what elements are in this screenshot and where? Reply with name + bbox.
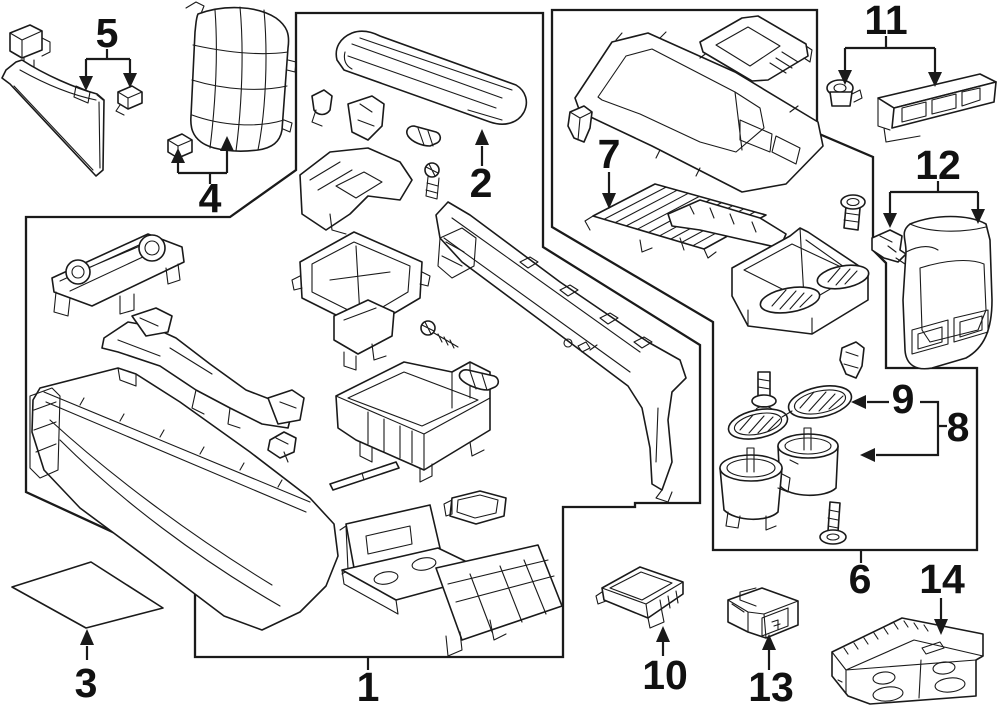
- part-1-tiny-fasteners: [563, 338, 598, 353]
- part-5-clip: [115, 85, 143, 116]
- callout-9-label[interactable]: 9: [892, 376, 915, 422]
- callout-7-label[interactable]: 7: [598, 131, 621, 177]
- callout-11-label[interactable]: 11: [864, 0, 907, 43]
- callout-5-label[interactable]: 5: [96, 10, 119, 56]
- callout-4-label[interactable]: 4: [199, 175, 222, 221]
- group-box-1-and-2: [24, 11, 702, 659]
- part-9-cup-holder-pads: [727, 385, 853, 440]
- part-1-slide-bracket: [51, 233, 185, 317]
- part-1-tray-frame: [291, 231, 431, 371]
- part-2-armrest-lid: [335, 30, 528, 125]
- part-8-cup-holder-unit: [719, 427, 839, 531]
- part-1-small-bezel: [443, 490, 507, 525]
- callout-2-label[interactable]: 2: [470, 160, 493, 206]
- callout-leaders: [79, 36, 985, 670]
- part-11-switch-panel: [877, 73, 997, 143]
- callout-10-label[interactable]: 10: [642, 652, 688, 698]
- part-6-clip: [839, 341, 865, 379]
- callout-numbers: 1 2 3 4 5 6 7 8 9 10 11 12 13 14: [75, 0, 970, 710]
- part-6-bolt: [751, 371, 777, 415]
- part-7-sub-lid: [699, 15, 813, 82]
- part-1-side-finish-panel: [435, 201, 687, 503]
- part-1-console-tray-box: [335, 361, 491, 483]
- part-4-mesh-panel: [185, 1, 297, 152]
- part-7-clip: [567, 105, 593, 143]
- callout-14-label[interactable]: 14: [919, 556, 965, 602]
- part-5-side-cover: [1, 24, 105, 177]
- group-box-7-and-6: [550, 8, 979, 552]
- callout-6-label[interactable]: 6: [849, 556, 872, 602]
- part-1-screw: [420, 320, 459, 349]
- part-1-console-body: [29, 367, 339, 631]
- part-7-upper-frame: [574, 31, 824, 193]
- part-12-rear-panel: [902, 215, 993, 370]
- part-11-clip: [826, 79, 863, 107]
- part-10-switch-blank: [595, 566, 684, 629]
- part-2-hinge-hardware: [299, 89, 442, 235]
- callout-13-label[interactable]: 13: [748, 664, 794, 710]
- part-6-screw-bottom: [819, 501, 847, 545]
- callout-12-label[interactable]: 12: [915, 142, 961, 188]
- part-14-control-unit: [831, 617, 984, 705]
- part-13-switch: [727, 587, 799, 639]
- part-1-floor-bracket: [339, 504, 563, 657]
- callout-8-label[interactable]: 8: [947, 404, 970, 450]
- part-4-clip: [167, 133, 193, 159]
- part-6-rear-tray: [731, 227, 870, 335]
- callout-3-label[interactable]: 3: [75, 660, 98, 706]
- callout-1-label[interactable]: 1: [357, 664, 380, 710]
- part-1-harness-bracket: [101, 307, 305, 429]
- part-1-clip: [267, 431, 297, 463]
- part-6-screw-top: [840, 194, 866, 231]
- part-1-cylinder: [458, 369, 500, 391]
- part-1-trim-rod: [329, 461, 400, 491]
- part-3-mat: [11, 561, 164, 629]
